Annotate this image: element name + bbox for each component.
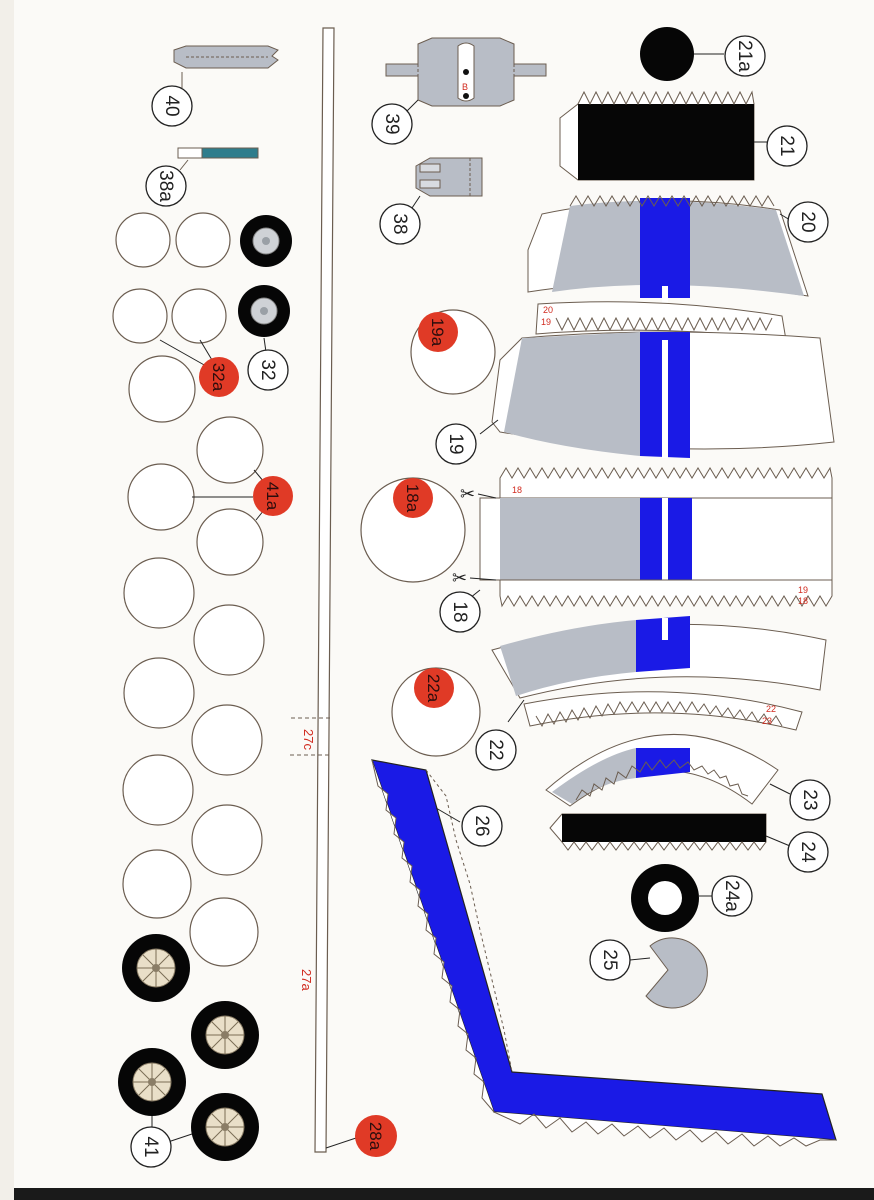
- part-18a: 18a: [360, 477, 466, 583]
- label-27a: 27a: [299, 969, 314, 991]
- label-32: 32: [257, 359, 278, 380]
- label-38a: 38a: [155, 170, 176, 202]
- label-28a: 28a: [366, 1122, 385, 1151]
- part-41a: 41a: [192, 469, 293, 521]
- part-19a: 19a: [410, 309, 496, 395]
- scissors-icon: ✂: [460, 484, 475, 505]
- label-41: 41: [140, 1136, 161, 1157]
- label-40: 40: [161, 95, 182, 116]
- mark-18-top: 18: [512, 485, 522, 495]
- label-23: 23: [799, 789, 820, 810]
- part-28a: 28a: [325, 1115, 397, 1157]
- scissors-icon: ✂: [452, 568, 467, 589]
- label-22: 22: [485, 739, 506, 760]
- part-32-wheels: 32: [238, 215, 292, 391]
- mark-39: B: [462, 82, 468, 92]
- part-19: 19: [435, 331, 835, 465]
- part-27-strip: 27c 27a: [290, 27, 335, 1153]
- label-39: 39: [381, 113, 402, 134]
- label-18a: 18a: [403, 484, 422, 513]
- part-24: 24: [549, 813, 829, 873]
- label-24: 24: [797, 841, 818, 863]
- label-32a: 32a: [209, 363, 228, 392]
- label-24a: 24a: [721, 880, 742, 912]
- mark-19: 19: [541, 317, 551, 327]
- label-27c: 27c: [301, 729, 316, 750]
- blank-discs: [112, 212, 265, 967]
- part-40: 40: [151, 45, 279, 127]
- label-25: 25: [599, 949, 620, 970]
- part-32a: 32a: [159, 339, 239, 397]
- part-22: 22 23 22: [475, 616, 827, 771]
- part-39: B 39: [371, 37, 547, 145]
- part-22a: 22a: [391, 667, 481, 757]
- mark-22: 22: [766, 704, 776, 714]
- label-19: 19: [445, 433, 466, 454]
- part-20: 20: [527, 195, 829, 316]
- label-21: 21: [776, 135, 797, 156]
- mark-23: 23: [762, 716, 772, 726]
- mark-20: 20: [543, 305, 553, 315]
- part-23: 23: [545, 734, 831, 821]
- part-41-wheels: 41: [118, 934, 259, 1168]
- part-24a: 24a: [631, 864, 753, 932]
- label-38: 38: [389, 213, 410, 234]
- part-26: 26: [371, 759, 837, 1147]
- part-21a: 21a: [640, 27, 766, 81]
- label-19a: 19a: [428, 318, 447, 347]
- part-38a: 38a: [145, 147, 259, 207]
- part-18: 18 19 18 ✂ ✂ 18: [439, 466, 833, 633]
- part-25: 25: [589, 937, 708, 1009]
- part-21: 21: [559, 90, 808, 181]
- label-20: 20: [797, 211, 818, 232]
- left-edge: [0, 0, 14, 1200]
- label-21a: 21a: [734, 40, 755, 72]
- label-18: 18: [449, 601, 470, 622]
- mark-19-bottom: 19: [798, 585, 808, 595]
- label-41a: 41a: [263, 482, 282, 511]
- part-38: 38: [379, 157, 483, 245]
- label-26: 26: [471, 815, 492, 836]
- mark-18-bottom: 18: [798, 596, 808, 606]
- bottom-edge: [0, 1188, 874, 1200]
- label-22a: 22a: [424, 674, 443, 703]
